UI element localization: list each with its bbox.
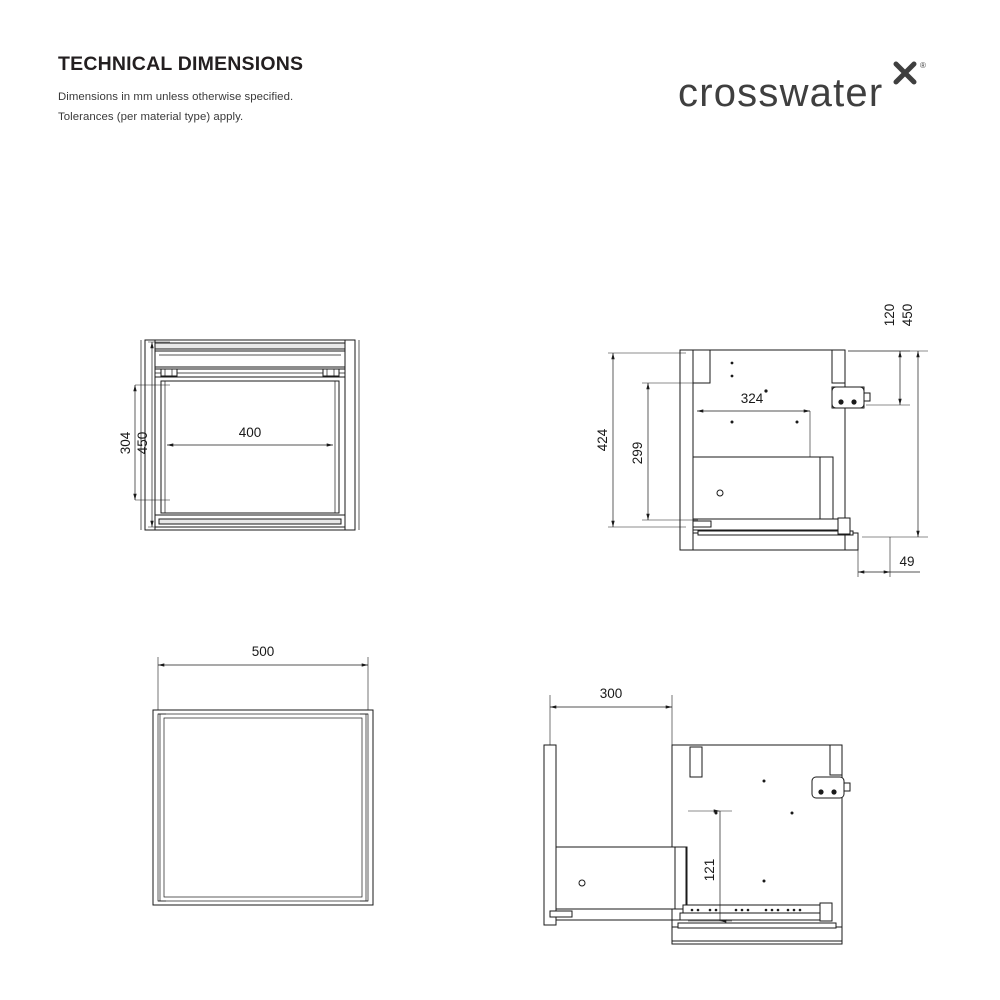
brand-logo: crosswater ® — [658, 58, 958, 118]
note-tolerances: Tolerances (per material type) apply. — [58, 111, 244, 124]
handle-hole-icon — [716, 489, 724, 497]
dimension-49: 49 — [857, 537, 920, 577]
dimension-424-label: 424 — [595, 428, 610, 451]
dimension-400-label: 400 — [239, 425, 262, 440]
dimension-500: 500 — [157, 644, 369, 713]
extended-drawer-box — [555, 846, 688, 910]
note-units: Dimensions in mm unless otherwise specif… — [58, 91, 294, 104]
rail-perforations — [690, 908, 802, 912]
dimension-450-front-label: 450 — [135, 432, 150, 455]
bracket-hole-icon — [818, 789, 824, 795]
registered-symbol: ® — [920, 61, 926, 70]
bracket-hole-icon — [851, 399, 857, 405]
plan-outline — [152, 709, 374, 906]
handle-hole-icon — [578, 879, 586, 887]
dimension-49-label: 49 — [899, 554, 914, 569]
drawer-box-side — [692, 456, 834, 520]
dimension-121-label: 121 — [702, 859, 717, 882]
svg-text:crosswater: crosswater — [678, 71, 883, 115]
drawer-front-hatched — [543, 744, 557, 926]
wall-bracket-section — [811, 776, 851, 799]
dimension-300-label: 300 — [600, 686, 623, 701]
dimension-450-side-label: 450 — [900, 304, 915, 327]
bracket-hole-icon — [831, 789, 837, 795]
front-top-cleat — [831, 349, 846, 384]
base-plinth-section — [671, 922, 843, 945]
header-block: TECHNICAL DIMENSIONS Dimensions in mm un… — [58, 53, 578, 128]
view-side-section: 324 424 299 120 — [580, 275, 960, 595]
top-rail-front — [154, 342, 346, 378]
base-plinth-front — [154, 514, 346, 528]
brand-wordmark: crosswater — [678, 71, 883, 115]
dimension-450-side: 450 — [848, 304, 928, 538]
construction-dots-side — [730, 361, 799, 424]
dimension-450-front: 450 — [135, 341, 170, 528]
dimension-500-label: 500 — [252, 644, 275, 659]
dimension-121: 121 — [688, 809, 732, 923]
dimension-424: 424 — [595, 352, 686, 528]
bracket-hole-icon — [838, 399, 844, 405]
dimension-299-label: 299 — [630, 442, 645, 465]
view-plan: 500 — [120, 625, 420, 915]
dimension-304: 304 — [118, 384, 170, 501]
rail-clip-right — [322, 368, 340, 377]
dimension-400: 400 — [167, 425, 333, 447]
view-front-elevation: 400 304 450 — [110, 285, 410, 555]
view-section-drawer-open: 300 — [520, 665, 920, 975]
wall-bracket — [831, 386, 871, 409]
drawer-slide-rails — [549, 902, 833, 922]
dimension-120-label: 120 — [882, 304, 897, 327]
dimension-304-label: 304 — [118, 431, 133, 454]
page-title: TECHNICAL DIMENSIONS — [58, 53, 304, 75]
rail-clip-left — [160, 368, 178, 377]
dimension-300: 300 — [549, 686, 673, 757]
dimension-324-label: 324 — [741, 391, 764, 406]
drawer-front-panel — [160, 380, 340, 514]
dimension-324: 324 — [697, 391, 811, 457]
x-cross-icon — [893, 61, 917, 85]
dimension-299: 299 — [630, 382, 698, 521]
carcass-body-side — [692, 349, 846, 551]
